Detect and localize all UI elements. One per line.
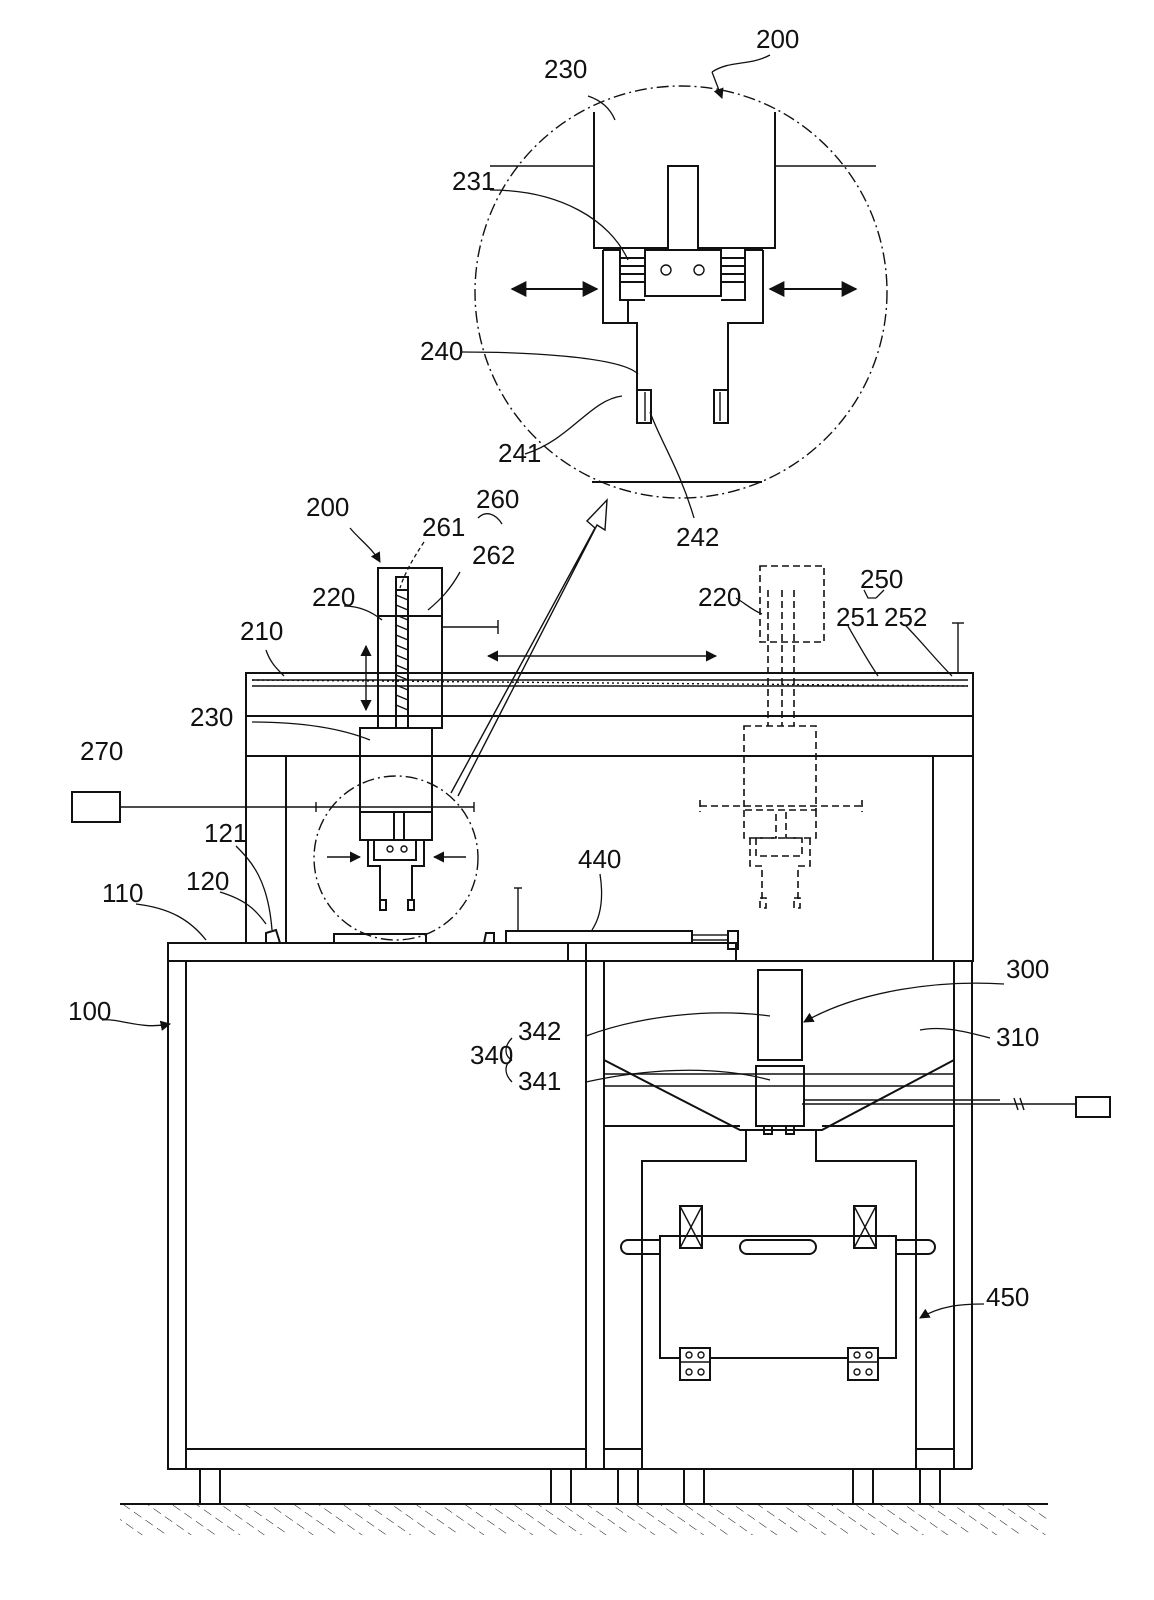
label-261: 261 xyxy=(422,512,465,542)
label-230: 230 xyxy=(190,702,233,732)
cross-box-icon xyxy=(680,1206,876,1248)
carriage-left xyxy=(72,568,716,940)
detail-view-200 xyxy=(475,86,887,498)
box-450 xyxy=(621,1206,935,1380)
label-340: 340 xyxy=(470,1040,513,1070)
label-251: 251 xyxy=(836,602,879,632)
label-270: 270 xyxy=(80,736,123,766)
label-200-top: 200 xyxy=(756,24,799,54)
label-220-left: 220 xyxy=(312,582,355,612)
ground-hatch-icon xyxy=(120,1505,1048,1535)
label-110: 110 xyxy=(102,878,143,908)
label-120: 120 xyxy=(186,866,229,896)
label-100: 100 xyxy=(68,996,111,1026)
label-342: 342 xyxy=(518,1016,561,1046)
label-231: 231 xyxy=(452,166,495,196)
label-242: 242 xyxy=(676,522,719,552)
label-260: 260 xyxy=(476,484,519,514)
label-440: 440 xyxy=(578,844,621,874)
label-200: 200 xyxy=(306,492,349,522)
label-220-right: 220 xyxy=(698,582,741,612)
label-240: 240 xyxy=(420,336,463,366)
label-450: 450 xyxy=(986,1282,1029,1312)
label-230-top: 230 xyxy=(544,54,587,84)
hinge-icon xyxy=(680,1348,878,1380)
label-262: 262 xyxy=(472,540,515,570)
reference-labels: 200 230 231 240 241 242 200 261 260 262 … xyxy=(68,24,1049,1312)
label-121: 121 xyxy=(204,818,247,848)
detail-circle xyxy=(475,86,887,498)
label-341: 341 xyxy=(518,1066,561,1096)
label-252: 252 xyxy=(884,602,927,632)
label-210: 210 xyxy=(240,616,283,646)
label-310: 310 xyxy=(996,1022,1039,1052)
machine-frame xyxy=(120,623,1048,1535)
label-250: 250 xyxy=(860,564,903,594)
label-241: 241 xyxy=(498,438,541,468)
label-300: 300 xyxy=(1006,954,1049,984)
